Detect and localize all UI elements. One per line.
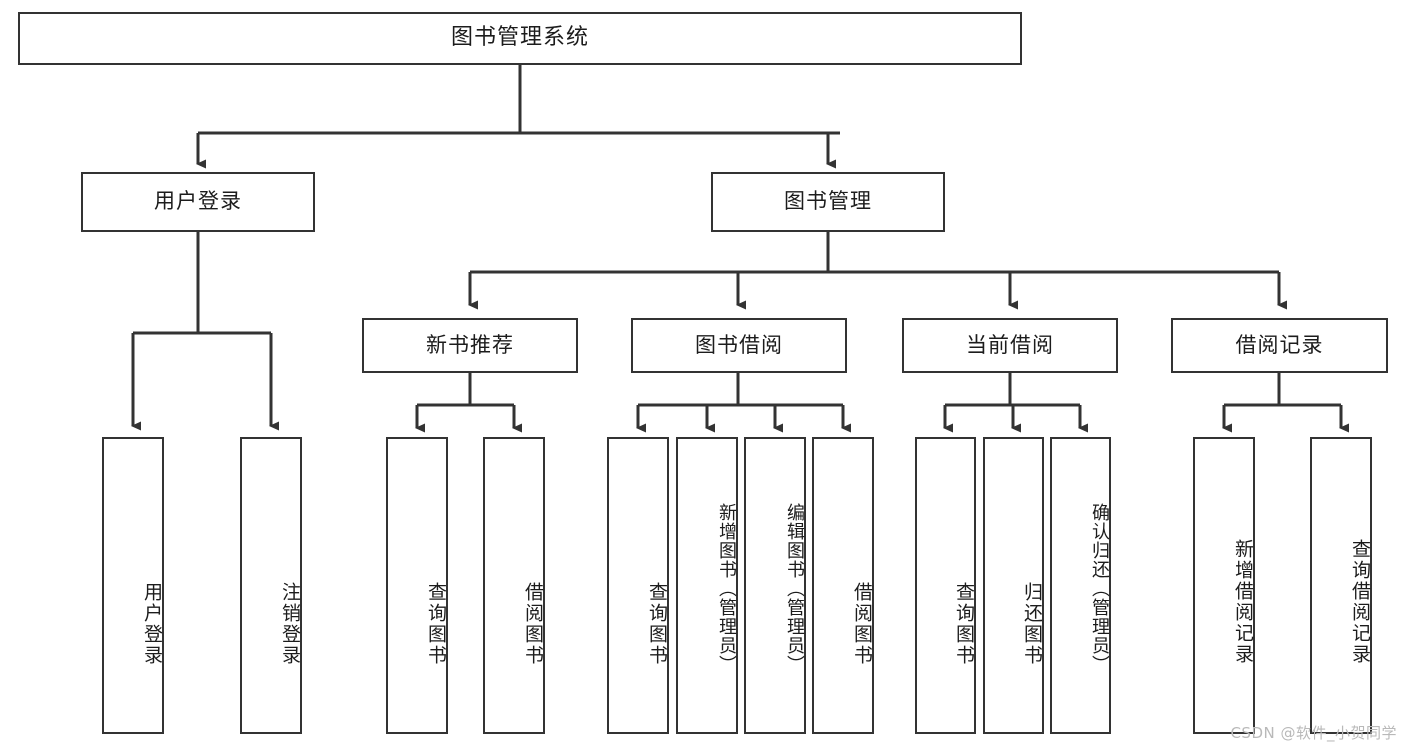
node-book-management[interactable]: 图书管理: [711, 172, 945, 232]
leaf-recommend-borrow-book[interactable]: 借阅图书: [483, 437, 545, 734]
leaf-recommend-query-book[interactable]: 查询图书: [386, 437, 448, 734]
node-book-borrow[interactable]: 图书借阅: [631, 318, 847, 373]
leaf-borrow-edit-book-admin[interactable]: 编辑图书（管理员）: [744, 437, 806, 734]
node-new-book-recommend[interactable]: 新书推荐: [362, 318, 578, 373]
leaf-user-login-signout[interactable]: 注销登录: [240, 437, 302, 734]
node-borrow-record[interactable]: 借阅记录: [1171, 318, 1388, 373]
leaf-borrow-borrow-book[interactable]: 借阅图书: [812, 437, 874, 734]
node-current-borrow[interactable]: 当前借阅: [902, 318, 1118, 373]
node-user-login[interactable]: 用户登录: [81, 172, 315, 232]
node-root-system[interactable]: 图书管理系统: [18, 12, 1022, 65]
leaf-record-query-record[interactable]: 查询借阅记录: [1310, 437, 1372, 734]
leaf-current-confirm-return-admin[interactable]: 确认归还（管理员）: [1050, 437, 1111, 734]
leaf-borrow-query-book[interactable]: 查询图书: [607, 437, 669, 734]
leaf-borrow-add-book-admin[interactable]: 新增图书（管理员）: [676, 437, 738, 734]
csdn-watermark: CSDN @软件_小贺同学: [1230, 724, 1397, 742]
leaf-current-return-book[interactable]: 归还图书: [983, 437, 1044, 734]
leaf-user-login-signin[interactable]: 用户登录: [102, 437, 164, 734]
leaf-current-query-book[interactable]: 查询图书: [915, 437, 976, 734]
leaf-record-add-record[interactable]: 新增借阅记录: [1193, 437, 1255, 734]
